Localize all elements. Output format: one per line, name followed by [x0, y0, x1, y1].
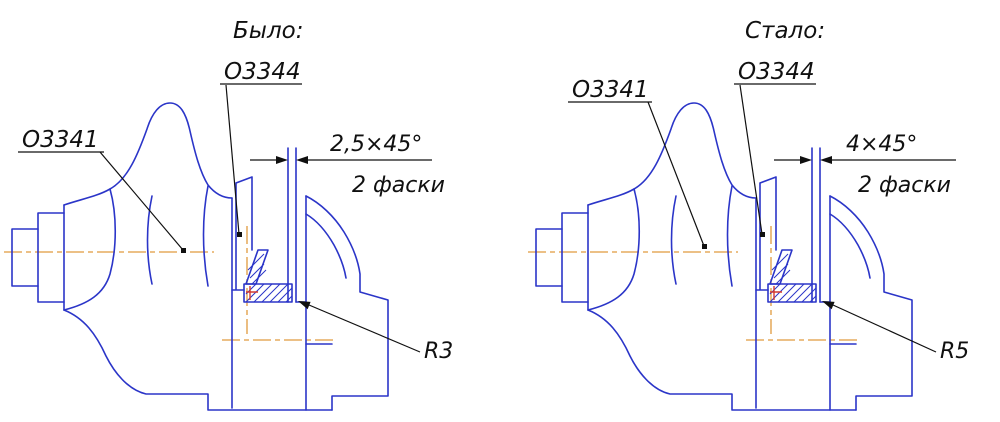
before-title: Было: — [233, 18, 303, 44]
after-o3344-leader — [739, 84, 763, 235]
after-label-o3341: О3341 — [572, 77, 649, 103]
before-o3341-leader-dot — [181, 248, 186, 253]
before-o3344-leader-dot — [237, 232, 242, 237]
before-chamfer-note: 2 фаски — [352, 173, 445, 198]
dimension-arrow-left-icon — [820, 156, 832, 164]
before-chamfer-dim: 2,5×45° — [330, 132, 422, 157]
after-radius-leader — [832, 304, 937, 353]
after-chamfer-dim: 4×45° — [846, 132, 917, 157]
after-o3341-leader — [647, 101, 705, 247]
after-o3344-leader-dot — [760, 232, 765, 237]
before-view-annotations: Было: О3344 О3341 2,5×45° 2 фаски R3 — [18, 18, 453, 364]
before-fillet-radius: R3 — [424, 339, 453, 364]
after-o3341-leader-dot — [702, 244, 707, 249]
before-label-o3344: О3344 — [224, 59, 301, 85]
before-o3344-leader — [225, 84, 240, 235]
radius-arrow-icon — [298, 301, 311, 310]
before-o3341-leader — [99, 151, 184, 251]
dimension-arrow-right-icon — [276, 156, 288, 164]
after-view-annotations: Стало: О3344 О3341 4×45° 2 фаски R5 — [568, 18, 969, 364]
radius-arrow-icon — [822, 301, 835, 310]
dimension-arrow-right-icon — [800, 156, 812, 164]
after-chamfer-note: 2 фаски — [858, 173, 951, 198]
after-label-o3344: О3344 — [738, 59, 815, 85]
after-title: Стало: — [745, 18, 825, 44]
after-fillet-radius: R5 — [940, 339, 969, 364]
dimension-arrow-left-icon — [296, 156, 308, 164]
before-radius-leader — [308, 304, 421, 353]
before-label-o3341: О3341 — [22, 127, 99, 153]
